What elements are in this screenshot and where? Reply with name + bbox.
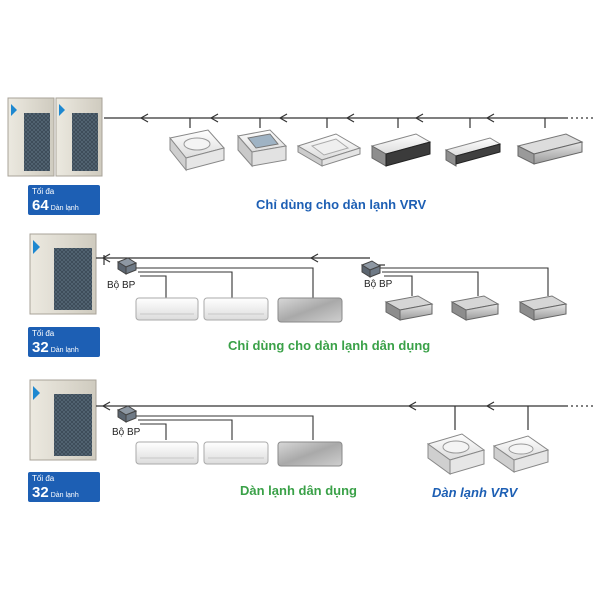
badge-top-text: Tối đa <box>32 474 55 483</box>
bp-branch-lines <box>136 267 314 298</box>
wall-mounted-unit-icon <box>135 441 199 465</box>
bp-label: Bộ BP <box>112 427 141 438</box>
badge-number: 32 <box>32 484 49 501</box>
ducted-slim-unit-icon <box>450 295 500 321</box>
bp-box-icon <box>360 260 382 278</box>
bp-branch-lines <box>136 415 314 440</box>
ducted-slim-unit-icon <box>384 295 434 321</box>
wall-mounted-silver-unit-icon <box>277 441 343 467</box>
wall-mounted-unit-icon <box>203 297 269 321</box>
cassette-round-flow-icon <box>426 433 486 475</box>
badge-top-text: Tối đa <box>32 329 55 338</box>
bp-box-icon <box>116 405 138 423</box>
ceiling-suspended-slim-icon <box>444 137 502 167</box>
outdoor-unit-double-icon <box>7 97 103 177</box>
badge-unit: Dàn lạnh <box>50 492 79 499</box>
flow-arrows <box>139 113 495 123</box>
caption-vrv: Dàn lạnh VRV <box>432 485 518 500</box>
row-3 <box>29 379 595 475</box>
caption-residential-only: Chỉ dùng cho dàn lạnh dân dụng <box>228 338 431 353</box>
outdoor-unit-icon <box>29 233 97 315</box>
wall-mounted-silver-unit-icon <box>277 297 343 323</box>
badge-number: 32 <box>32 339 49 356</box>
ducted-slim-unit-icon <box>518 295 568 321</box>
bp-box-icon <box>116 257 138 275</box>
bp-label: Bộ BP <box>364 279 393 290</box>
cassette-4way-icon <box>296 133 362 167</box>
badge-unit: Dàn lạnh <box>50 205 79 212</box>
caption-residential: Dàn lạnh dân dụng <box>240 483 357 498</box>
caption-vrv-only: Chỉ dùng cho dàn lạnh VRV <box>256 197 427 212</box>
row-1 <box>7 97 595 177</box>
bp-branch-lines <box>380 267 549 296</box>
wall-mounted-unit-icon <box>135 297 199 321</box>
cassette-compact-icon <box>237 129 288 168</box>
badge-unit: Dàn lạnh <box>50 347 79 354</box>
ceiling-suspended-icon <box>370 133 432 167</box>
cassette-round-flow-icon <box>169 129 225 172</box>
cassette-round-flow-icon <box>492 435 550 473</box>
ducted-unit-icon <box>516 133 584 165</box>
wall-mounted-unit-icon <box>203 441 269 465</box>
badge-number: 64 <box>32 197 49 214</box>
outdoor-unit-icon <box>29 379 97 461</box>
pipe-drops <box>189 118 546 128</box>
bp-label: Bộ BP <box>107 280 136 291</box>
row-2 <box>29 233 568 323</box>
badge-top-text: Tối đa <box>32 187 55 196</box>
